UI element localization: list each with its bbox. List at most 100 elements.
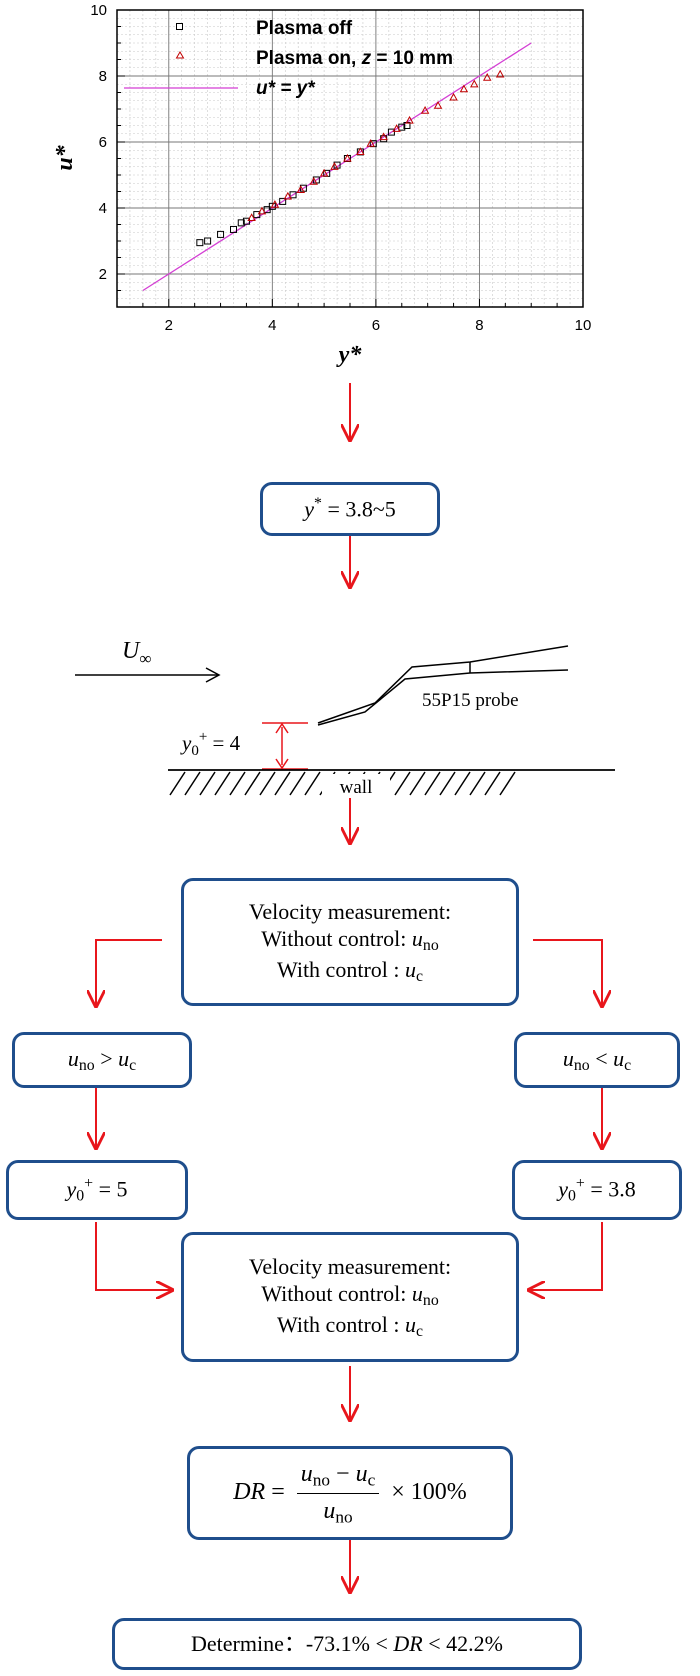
fn-sub2: c (367, 1469, 376, 1489)
measurement-2-title: Velocity measurement: (248, 1253, 452, 1279)
point-plasma-on (470, 79, 479, 88)
rc-sub2: c (624, 1056, 632, 1074)
fn-var: u (300, 1460, 313, 1487)
measurement-2-line2: With control : uc (249, 1311, 451, 1342)
probe-body (317, 645, 569, 726)
x-tick-label: 10 (575, 317, 592, 334)
lr-text: = 5 (93, 1176, 128, 1202)
conclusion-box: Determine：-73.1% < DR < 42.2% (112, 1618, 582, 1670)
point-plasma-on (257, 206, 267, 215)
freestream-symbol: U (122, 638, 141, 664)
point-plasma-on (319, 168, 329, 177)
point-plasma-off (289, 191, 297, 199)
y-axis-title: u* (52, 144, 78, 170)
rc-sub: no (573, 1056, 590, 1074)
m1-l1-var: u (411, 926, 423, 951)
hatch-line (424, 771, 441, 796)
point-plasma-on (379, 132, 388, 141)
x-tick-label: 8 (475, 317, 483, 334)
m1-l2-prefix: With control : (276, 956, 405, 982)
rc-var2: u (613, 1045, 625, 1071)
formula-lhs: DR (233, 1478, 266, 1505)
hatch-line (499, 771, 516, 796)
hatch-line (454, 771, 471, 796)
height-sup: + (199, 729, 207, 745)
fd-sub: no (335, 1506, 353, 1526)
left-condition-text: uno > uc (68, 1045, 136, 1076)
chart-ticks (116, 9, 584, 308)
conclusion-suffix: < 42.2% (422, 1631, 503, 1657)
right-result-box: y0+ = 3.8 (512, 1160, 682, 1220)
point-plasma-on (366, 139, 375, 147)
x-tick-label: 2 (165, 317, 173, 334)
range-box: y* = 3.8~5 (260, 482, 440, 536)
freestream-label: U∞ (122, 638, 151, 668)
lc-op: > (94, 1045, 119, 1071)
right-condition-text: uno < uc (563, 1045, 631, 1076)
rr-sub: 0 (567, 1187, 576, 1205)
lc-sub: no (78, 1056, 95, 1074)
hatch-line (304, 771, 321, 796)
hatch-line (394, 771, 411, 796)
point-plasma-on (482, 73, 492, 81)
hatch-line (184, 771, 201, 796)
hatch-line (484, 771, 501, 796)
hatch-line (274, 771, 291, 796)
point-plasma-on (296, 185, 306, 193)
lc-var2: u (118, 1045, 130, 1071)
range-symbol: y (304, 497, 315, 523)
legend-plasma-on-text: Plasma on, z = 10 mm (256, 48, 453, 69)
range-text: y* = 3.8~5 (304, 494, 396, 523)
probe-diagram: U∞ 55P15 probe y0+ = 4 wall (75, 638, 615, 798)
formula-numerator: uno − uc (296, 1459, 380, 1494)
point-plasma-on (405, 115, 414, 124)
rc-var: u (562, 1045, 574, 1071)
point-plasma-off (279, 197, 287, 205)
hatch-line (259, 771, 276, 796)
point-plasma-off (253, 211, 261, 219)
probe-label: 55P15 probe (422, 690, 519, 711)
m2-l1-prefix: Without control: (261, 1281, 412, 1306)
point-plasma-off (196, 239, 204, 247)
right-result-text: y0+ = 3.8 (558, 1174, 636, 1206)
height-symbol: y (180, 731, 192, 755)
point-plasma-on (356, 147, 365, 155)
lc-var: u (67, 1045, 79, 1071)
point-plasma-on (433, 101, 443, 109)
arrow-right-result-to-measurement (529, 1222, 603, 1290)
range-value: = 3.8~5 (321, 497, 396, 523)
hatch-line (169, 771, 186, 796)
point-plasma-on (343, 153, 352, 162)
x-axis-title: y* (336, 342, 363, 368)
height-label: y0+ = 4 (180, 729, 241, 759)
arrow-measurement-to-right (533, 939, 602, 1006)
point-plasma-off (387, 128, 395, 136)
rr-sup: + (575, 1174, 585, 1192)
wall-label-bg (322, 774, 390, 798)
rr-var: y (558, 1176, 568, 1202)
legend-marker-triangle (175, 51, 185, 59)
point-plasma-on (330, 162, 339, 170)
hatch-line (229, 771, 246, 796)
lc-sub2: c (129, 1056, 137, 1074)
hatch-line (214, 771, 231, 796)
m1-l2-var: u (405, 956, 416, 982)
wall-label: wall (340, 777, 373, 798)
right-condition-box: uno < uc (514, 1032, 680, 1088)
point-plasma-off (217, 230, 225, 238)
conclusion-var: DR (393, 1631, 423, 1657)
m1-l2-sub: c (416, 967, 424, 985)
point-plasma-on (459, 84, 469, 93)
m2-l2-var: u (405, 1311, 416, 1337)
fn-op: − (330, 1460, 356, 1487)
formula-tail: × 100% (385, 1478, 467, 1505)
hatch-line (409, 771, 426, 796)
measurement-1-line1: Without control: uno (249, 925, 451, 956)
lr-sup: + (84, 1174, 94, 1192)
chart-legend: Plasma off Plasma on, z = 10 mm u* = y* (124, 18, 453, 99)
point-plasma-on (449, 92, 458, 101)
